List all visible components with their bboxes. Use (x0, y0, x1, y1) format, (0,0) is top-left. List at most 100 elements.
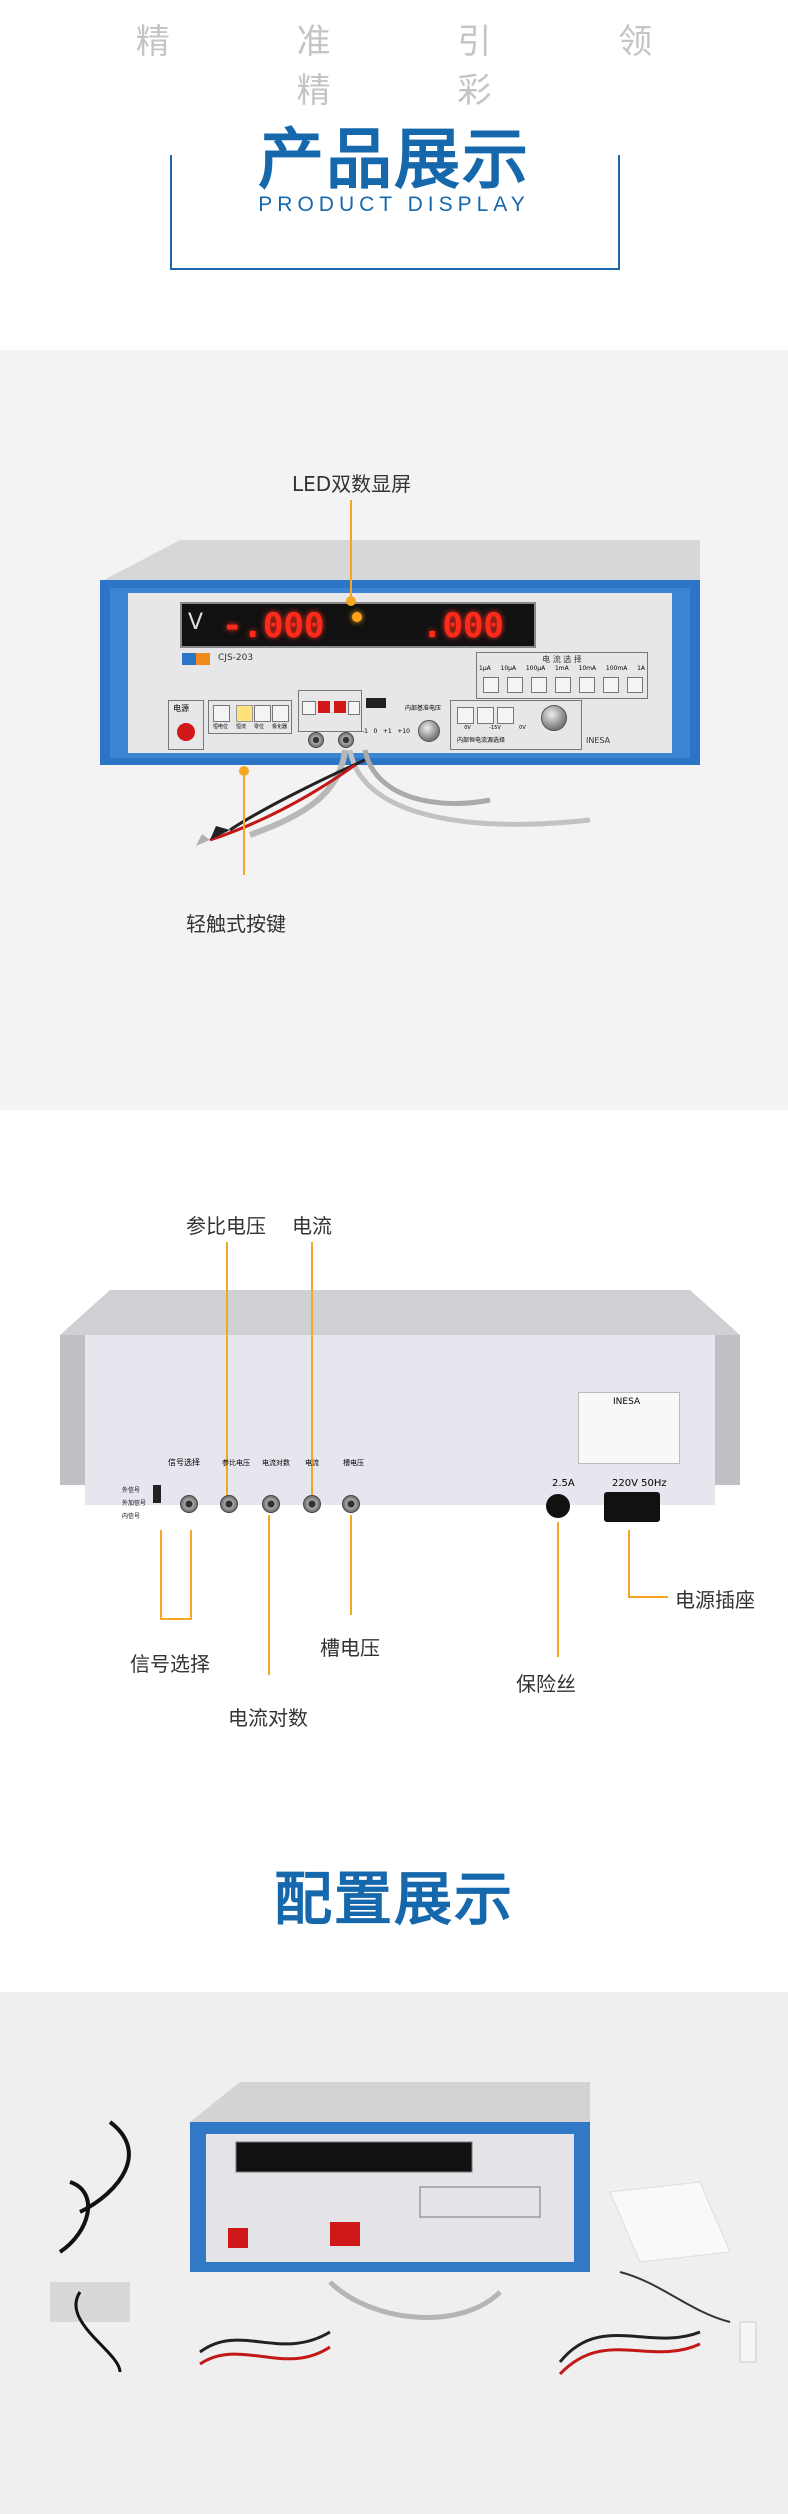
device-front-photo: V -.000 .000 CJS-203 电 流 选 择 1μA 10μA 10… (100, 540, 700, 846)
current-select-group: 电 流 选 择 1μA 10μA 100μA 1mA 10mA 100mA 1A (476, 652, 648, 699)
power-socket[interactable] (604, 1492, 660, 1522)
callout-bracket (190, 1530, 192, 1620)
current-range-button[interactable] (579, 677, 595, 693)
callout-line (557, 1522, 559, 1657)
mode-button[interactable] (348, 701, 360, 715)
callout-line (226, 1242, 228, 1502)
side-label: 内信号 (122, 1513, 141, 1520)
callout-bracket (160, 1530, 162, 1620)
range-switch[interactable] (366, 698, 386, 708)
switch-label: 极化器 (271, 724, 287, 730)
touch-button-labels: 恒电位 恒流 零位 极化器 (209, 723, 291, 730)
callout-line (350, 1515, 352, 1615)
display-left-value: -.000 (222, 606, 325, 646)
source-label: -15V (489, 725, 501, 731)
page-title: 产品展示 (258, 121, 530, 198)
callout-fuse: 保险丝 (516, 1672, 576, 1696)
mode-label: +10 (397, 728, 410, 735)
callout-power-socket: 电源插座 (675, 1588, 755, 1612)
bnc-connector[interactable] (303, 1495, 321, 1513)
socket-rating: 220V 50Hz (612, 1478, 667, 1489)
callout-line (243, 770, 245, 875)
touch-button[interactable] (272, 705, 289, 722)
front-logo-text: INESA (586, 736, 611, 745)
current-range-label: 1mA (554, 665, 569, 672)
page-subtitle: PRODUCT DISPLAY (258, 193, 530, 216)
touch-button[interactable] (213, 705, 230, 722)
config-section (0, 1992, 788, 2514)
bnc-connector[interactable] (220, 1495, 238, 1513)
bnc-connector[interactable] (342, 1495, 360, 1513)
callout-dot (346, 596, 356, 606)
display-right-value: .000 (422, 606, 504, 646)
mode-label: -1 (362, 728, 368, 735)
bnc-connector[interactable] (180, 1495, 198, 1513)
touch-buttons-group: 恒电位 恒流 零位 极化器 (208, 700, 292, 734)
mode-label: 0 (373, 728, 378, 735)
tagline: 精 准 引 领 精 彩 (135, 22, 711, 111)
current-range-list: 1μA 10μA 100μA 1mA 10mA 100mA 1A (479, 665, 645, 672)
callout-line (268, 1515, 270, 1675)
internal-source-label: 内部恒电流源选择 (457, 737, 506, 744)
fuse-holder[interactable] (546, 1494, 570, 1518)
power-label: 电源 (173, 704, 189, 713)
current-range-button[interactable] (627, 677, 643, 693)
config-title: 配置展示 (273, 1865, 514, 1933)
source-button[interactable] (457, 707, 474, 724)
callout-display: LED双数显屏 (292, 472, 412, 496)
bnc-connector[interactable] (262, 1495, 280, 1513)
callout-line (311, 1242, 313, 1502)
mode-button-red[interactable] (334, 701, 346, 713)
source-button[interactable] (477, 707, 494, 724)
callout-line (628, 1596, 668, 1598)
mode-switch-group (298, 690, 362, 732)
panel-label: 电流 (305, 1459, 319, 1467)
callout-buttons: 轻触式按键 (186, 912, 286, 936)
current-range-label: 100mA (605, 665, 628, 672)
mode-button[interactable] (302, 701, 316, 715)
ref-voltage-knob[interactable] (418, 720, 440, 742)
internal-source-group: 0V -15V 0V 内部恒电流源选择 (450, 700, 582, 750)
panel-label: 信号选择 (168, 1458, 200, 1467)
front-panel-section: V -.000 .000 CJS-203 电 流 选 择 1μA 10μA 10… (0, 350, 788, 1110)
display-indicator-dot (352, 612, 362, 622)
source-button[interactable] (497, 707, 514, 724)
panel-label: 参比电压 (222, 1459, 250, 1467)
side-label: 外加信号 (122, 1500, 147, 1507)
source-label: 0V (464, 725, 471, 731)
callout-ref-voltage: 参比电压 (186, 1214, 266, 1238)
mode-button-red[interactable] (318, 701, 330, 713)
callout-line (628, 1530, 630, 1596)
front-bnc-connector[interactable] (308, 732, 324, 748)
title-frame (170, 155, 620, 270)
source-knob[interactable] (541, 705, 567, 731)
brand-model: CJS-203 (218, 653, 254, 663)
callout-current: 电流 (292, 1214, 332, 1238)
brand-logo-icon (182, 653, 210, 665)
touch-button[interactable] (254, 705, 271, 722)
front-bnc-connector[interactable] (338, 732, 354, 748)
source-label: 0V (519, 725, 526, 731)
mode-label: +1 (382, 728, 392, 735)
display-prefix: V (188, 610, 204, 635)
current-range-label: 1A (637, 665, 645, 672)
power-button[interactable] (177, 723, 195, 741)
current-range-button[interactable] (483, 677, 499, 693)
range-mode-labels: -1 0 +1 +10 (362, 728, 410, 735)
label-brand: INESA (613, 1397, 641, 1407)
ref-voltage-label: 内部基准电压 (405, 705, 442, 712)
current-range-button[interactable] (531, 677, 547, 693)
callout-current-log: 电流对数 (228, 1706, 308, 1730)
back-panel-section: 参比电压 电流 信号选择 参比电压 电流对数 电流 槽电压 外信号 外加信号 内… (0, 1110, 788, 1852)
current-range-button[interactable] (507, 677, 523, 693)
current-range-label: 1μA (479, 665, 491, 672)
current-range-button[interactable] (555, 677, 571, 693)
signal-switch[interactable] (153, 1485, 161, 1503)
switch-label: 恒流 (235, 724, 246, 730)
current-range-buttons (483, 677, 643, 693)
config-photo (50, 2082, 757, 2376)
switch-label: 零位 (253, 724, 264, 730)
callout-line (350, 500, 352, 600)
touch-button-led (236, 705, 253, 722)
current-range-button[interactable] (603, 677, 619, 693)
